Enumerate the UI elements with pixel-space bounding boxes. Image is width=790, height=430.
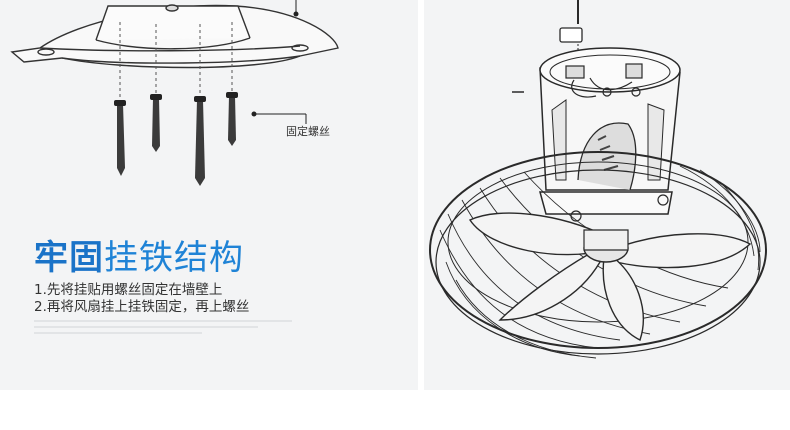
faint-fine-print xyxy=(34,320,314,340)
install-step-1: 1.先将挂贴用螺丝固定在墙壁上 xyxy=(34,282,223,298)
bottom-strip xyxy=(0,390,790,430)
heading-light: 挂铁结构 xyxy=(104,238,244,278)
section-heading: 牢固挂铁结构 xyxy=(34,238,244,278)
fan-assembly-panel xyxy=(424,0,790,390)
wall-bracket-illustration xyxy=(10,0,339,186)
install-step-2: 2.再将风扇挂上挂铁固定，再上螺丝 xyxy=(34,299,250,315)
screw-callout-label: 固定螺丝 xyxy=(286,125,330,138)
heading-bold: 牢固 xyxy=(34,238,104,278)
